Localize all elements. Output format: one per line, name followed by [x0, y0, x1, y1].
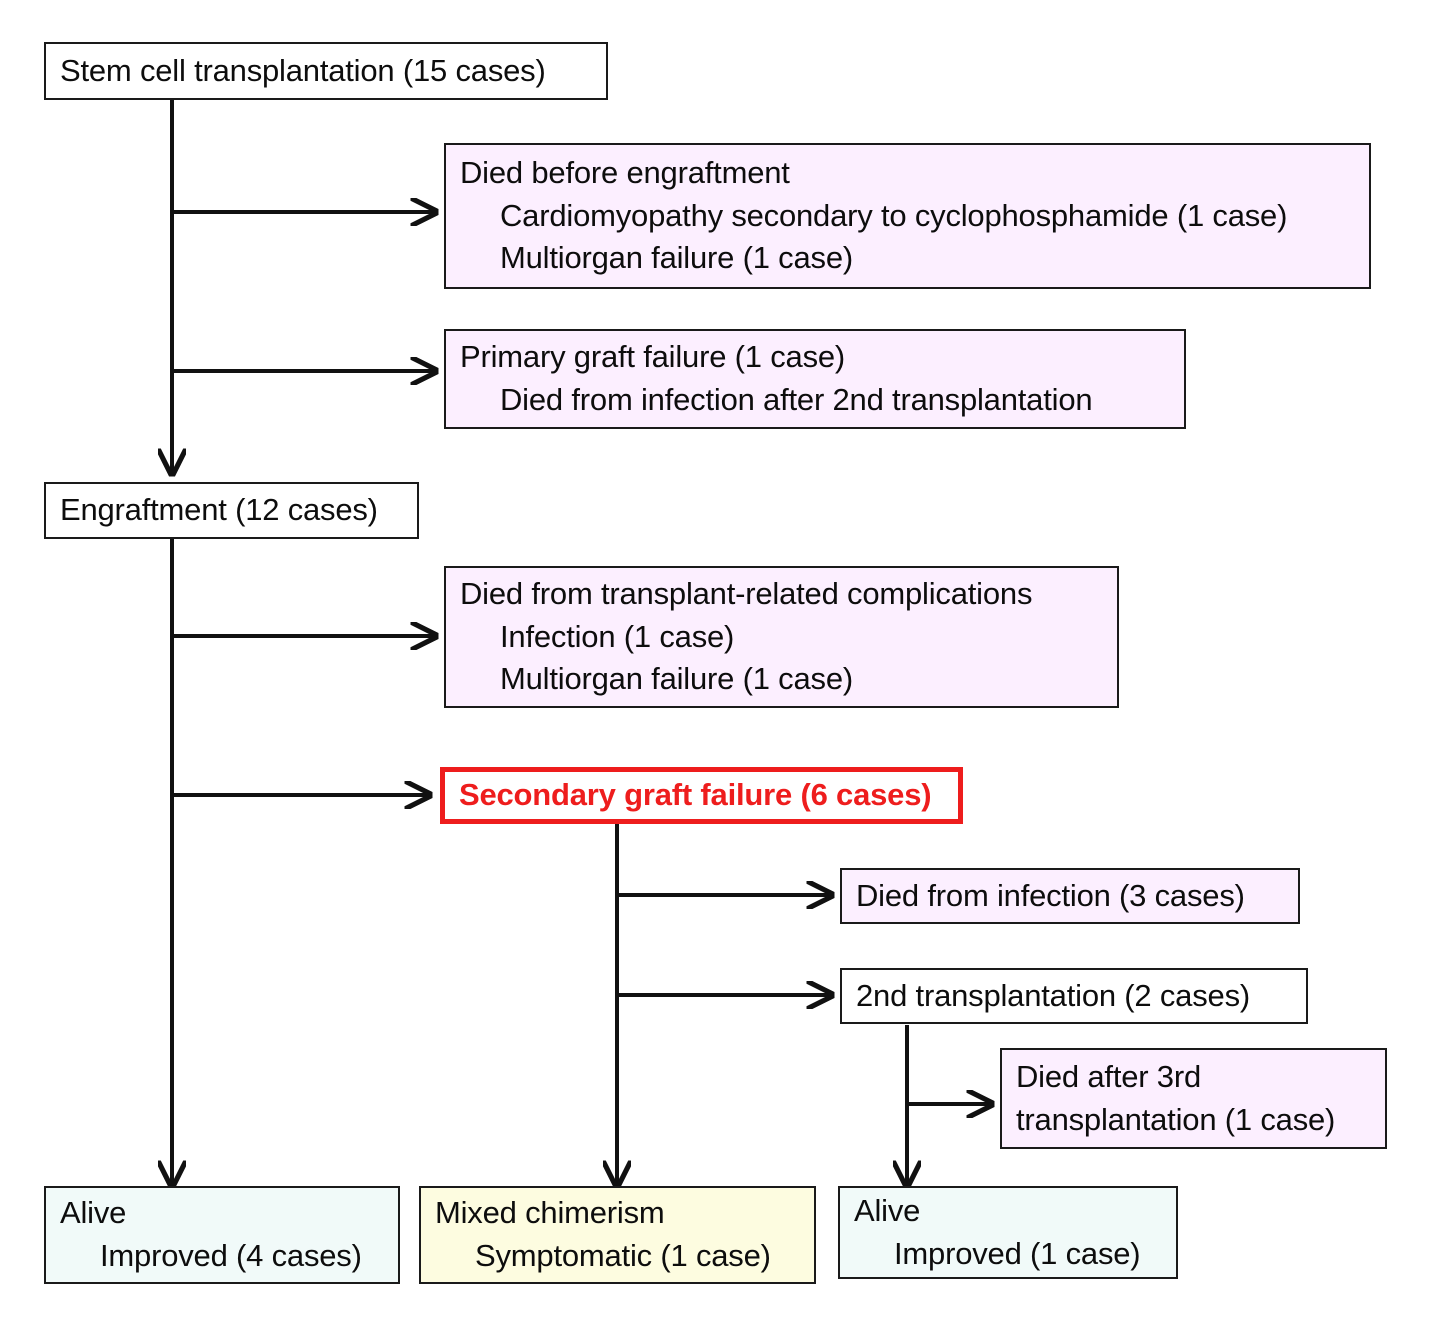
node-text-line: Improved (4 cases) — [100, 1238, 362, 1273]
node-primary-graft-failure[interactable]: Primary graft failure (1 case) Died from… — [444, 329, 1186, 429]
node-text-line: Engraftment (12 cases) — [60, 492, 378, 528]
node-mixed-chimerism[interactable]: Mixed chimerism Symptomatic (1 case) — [419, 1186, 816, 1284]
node-second-transplantation[interactable]: 2nd transplantation (2 cases) — [840, 968, 1308, 1024]
node-text-line: Alive — [60, 1195, 127, 1231]
node-text-line: transplantation (1 case) — [1016, 1101, 1336, 1137]
node-text-line: Died from infection after 2nd transplant… — [500, 382, 1093, 417]
node-text-line: Died from transplant-related complicatio… — [460, 575, 1033, 611]
node-text-line: Died before engraftment — [460, 154, 790, 190]
node-transplant-related-deaths[interactable]: Died from transplant-related complicatio… — [444, 566, 1119, 708]
node-text-line: Symptomatic (1 case) — [475, 1238, 771, 1273]
node-text-line: Mixed chimerism — [435, 1195, 665, 1231]
node-text-line: Died from infection (3 cases) — [856, 877, 1245, 913]
node-text-line: Primary graft failure (1 case) — [460, 339, 846, 375]
node-text-line: 2nd transplantation (2 cases) — [856, 977, 1250, 1013]
node-text-line: Secondary graft failure (6 cases) — [459, 777, 932, 813]
node-secondary-graft-failure[interactable]: Secondary graft failure (6 cases) — [440, 767, 963, 824]
node-text-line: Improved (1 case) — [894, 1235, 1141, 1271]
node-engraftment[interactable]: Engraftment (12 cases) — [44, 482, 419, 539]
node-text-line: Infection (1 case) — [500, 618, 735, 654]
node-alive-improved-4-cases[interactable]: Alive Improved (4 cases) — [44, 1186, 400, 1284]
node-text-line: Alive — [854, 1192, 921, 1228]
node-alive-improved-1-case[interactable]: Alive Improved (1 case) — [838, 1186, 1178, 1279]
node-text-line: Multiorgan failure (1 case) — [500, 661, 853, 697]
node-died-from-infection[interactable]: Died from infection (3 cases) — [840, 868, 1300, 924]
node-died-after-3rd-transplantation[interactable]: Died after 3rd transplantation (1 case) — [1000, 1048, 1387, 1149]
node-text-line: Died after 3rd — [1016, 1058, 1202, 1094]
node-text-line: Stem cell transplantation (15 cases) — [60, 52, 546, 88]
node-text-line: Multiorgan failure (1 case) — [500, 240, 853, 276]
node-stem-cell-transplantation[interactable]: Stem cell transplantation (15 cases) — [44, 42, 608, 100]
node-text-line: Cardiomyopathy secondary to cyclophospha… — [500, 197, 1288, 233]
node-died-before-engraftment[interactable]: Died before engraftment Cardiomyopathy s… — [444, 143, 1371, 289]
